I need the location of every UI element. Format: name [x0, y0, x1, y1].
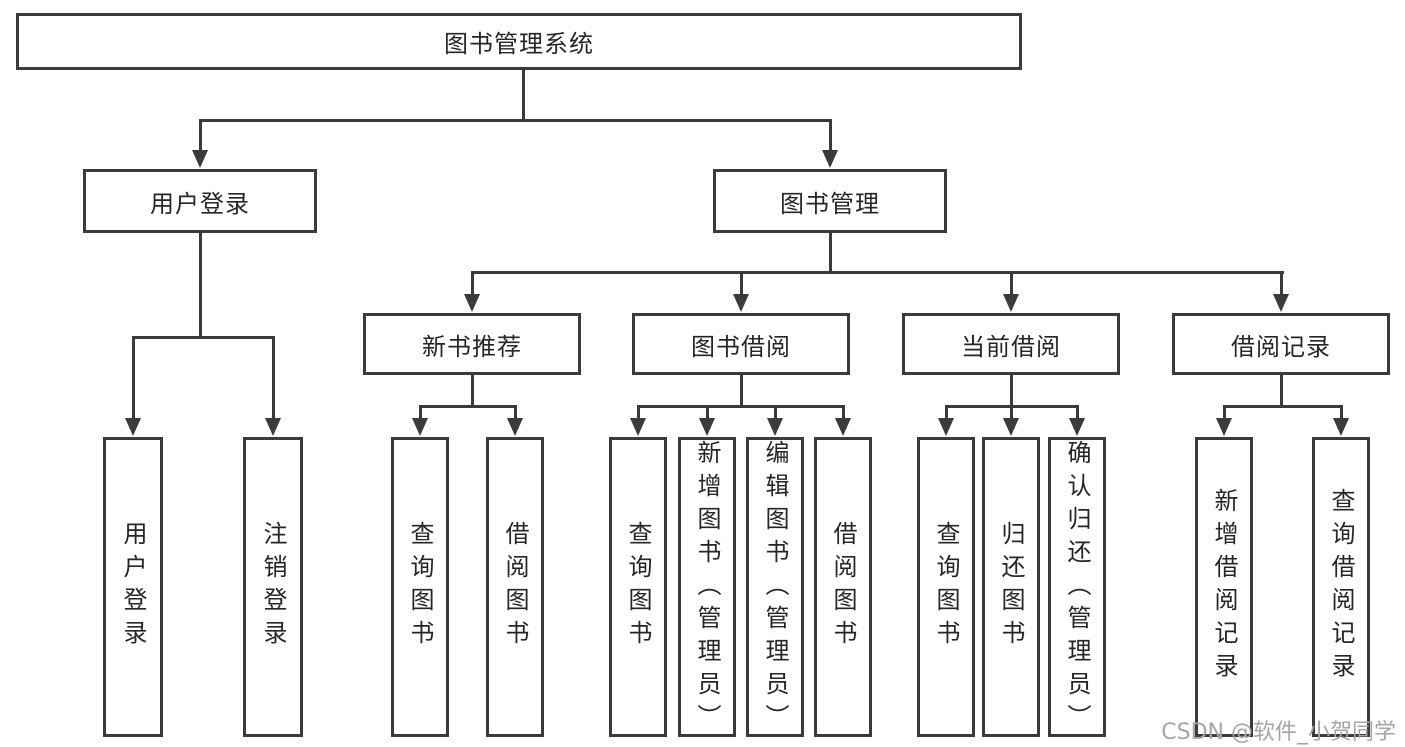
node-book-borrowing: 图书借阅 — [632, 313, 850, 375]
arrow-down-icon — [192, 150, 208, 168]
leaf-user-login: 用户登录 — [103, 437, 163, 737]
node-label: 注销登录 — [259, 521, 287, 653]
connector-line — [828, 119, 832, 152]
connector-line — [773, 406, 777, 420]
connector-line — [636, 406, 640, 420]
node-label: 查询借阅记录 — [1327, 488, 1355, 686]
leaf-query-books-3: 查询图书 — [917, 437, 975, 737]
arrow-down-icon — [1273, 294, 1289, 312]
connector-line — [739, 272, 743, 296]
connector-line — [418, 405, 517, 408]
node-user-login-group: 用户登录 — [83, 169, 317, 233]
arrow-down-icon — [630, 418, 646, 436]
connector-line — [1009, 272, 1013, 296]
leaf-borrow-books-2: 借阅图书 — [814, 437, 872, 737]
arrow-down-icon — [125, 418, 141, 436]
node-label: 图书管理 — [780, 189, 880, 218]
node-label: 图书管理系统 — [444, 30, 594, 58]
leaf-return-books: 归还图书 — [982, 437, 1040, 737]
connector-line — [739, 375, 743, 408]
node-label: 编辑图书（管理员） — [761, 440, 789, 737]
connector-line — [470, 271, 1284, 274]
arrow-down-icon — [507, 418, 523, 436]
node-current-borrowing: 当前借阅 — [902, 313, 1120, 375]
connector-line — [1339, 406, 1343, 420]
connector-line — [198, 119, 832, 122]
connector-line — [198, 233, 202, 339]
arrow-down-icon — [412, 418, 428, 436]
connector-line — [705, 406, 709, 420]
node-label: 查询图书 — [932, 521, 960, 653]
connector-line — [1075, 406, 1079, 420]
connector-line — [131, 337, 135, 420]
connector-line — [513, 406, 517, 420]
arrow-down-icon — [1003, 418, 1019, 436]
leaf-add-books-admin: 新增图书（管理员） — [678, 437, 736, 737]
arrow-down-icon — [767, 418, 783, 436]
connector-line — [841, 406, 845, 420]
connector-line — [1009, 375, 1013, 408]
connector-line — [1279, 375, 1283, 408]
arrow-down-icon — [835, 418, 851, 436]
connector-line — [418, 406, 422, 420]
csdn-watermark: CSDN @软件_小贺同学 — [1161, 720, 1396, 745]
leaf-add-borrow-record: 新增借阅记录 — [1195, 437, 1253, 737]
leaf-query-books-2: 查询图书 — [609, 437, 667, 737]
arrow-down-icon — [733, 294, 749, 312]
connector-line — [1009, 406, 1013, 420]
connector-line — [470, 375, 474, 408]
connector-line — [131, 336, 275, 339]
leaf-edit-books-admin: 编辑图书（管理员） — [746, 437, 804, 737]
node-library-management-system: 图书管理系统 — [16, 13, 1022, 70]
node-label: 借阅记录 — [1231, 332, 1331, 361]
arrow-down-icon — [699, 418, 715, 436]
arrow-down-icon — [938, 418, 954, 436]
leaf-query-books-1: 查询图书 — [391, 437, 449, 737]
node-label: 借阅图书 — [829, 521, 857, 653]
connector-line — [636, 405, 845, 408]
leaf-confirm-return-admin: 确认归还（管理员） — [1048, 437, 1106, 737]
arrow-down-icon — [1216, 418, 1232, 436]
connector-line — [1279, 272, 1283, 296]
arrow-down-icon — [1003, 294, 1019, 312]
arrow-down-icon — [822, 150, 838, 168]
arrow-down-icon — [265, 418, 281, 436]
leaf-query-borrow-record: 查询借阅记录 — [1312, 437, 1370, 737]
connector-line — [198, 119, 202, 152]
connector-line — [271, 337, 275, 420]
connector-line — [470, 272, 474, 296]
node-label: 查询图书 — [406, 521, 434, 653]
node-label: 归还图书 — [997, 521, 1025, 653]
node-book-management-group: 图书管理 — [713, 169, 947, 233]
arrow-down-icon — [464, 294, 480, 312]
node-label: 借阅图书 — [501, 521, 529, 653]
node-label: 当前借阅 — [961, 332, 1061, 361]
leaf-borrow-books-1: 借阅图书 — [486, 437, 544, 737]
connector-line — [1222, 406, 1226, 420]
arrow-down-icon — [1333, 418, 1349, 436]
connector-line — [944, 406, 948, 420]
node-label: 图书借阅 — [691, 332, 791, 361]
node-label: 用户登录 — [119, 521, 147, 653]
connector-line — [828, 233, 832, 274]
node-label: 确认归还（管理员） — [1063, 440, 1091, 737]
leaf-logout: 注销登录 — [243, 437, 303, 737]
node-label: 用户登录 — [150, 189, 250, 218]
arrow-down-icon — [1069, 418, 1085, 436]
node-borrowing-records: 借阅记录 — [1172, 313, 1390, 375]
node-label: 新增借阅记录 — [1210, 488, 1238, 686]
connector-line — [1222, 405, 1343, 408]
connector-line — [521, 70, 525, 120]
node-label: 查询图书 — [624, 521, 652, 653]
node-label: 新增图书（管理员） — [693, 440, 721, 737]
node-new-book-recommendation: 新书推荐 — [363, 313, 581, 375]
node-label: 新书推荐 — [422, 332, 522, 361]
